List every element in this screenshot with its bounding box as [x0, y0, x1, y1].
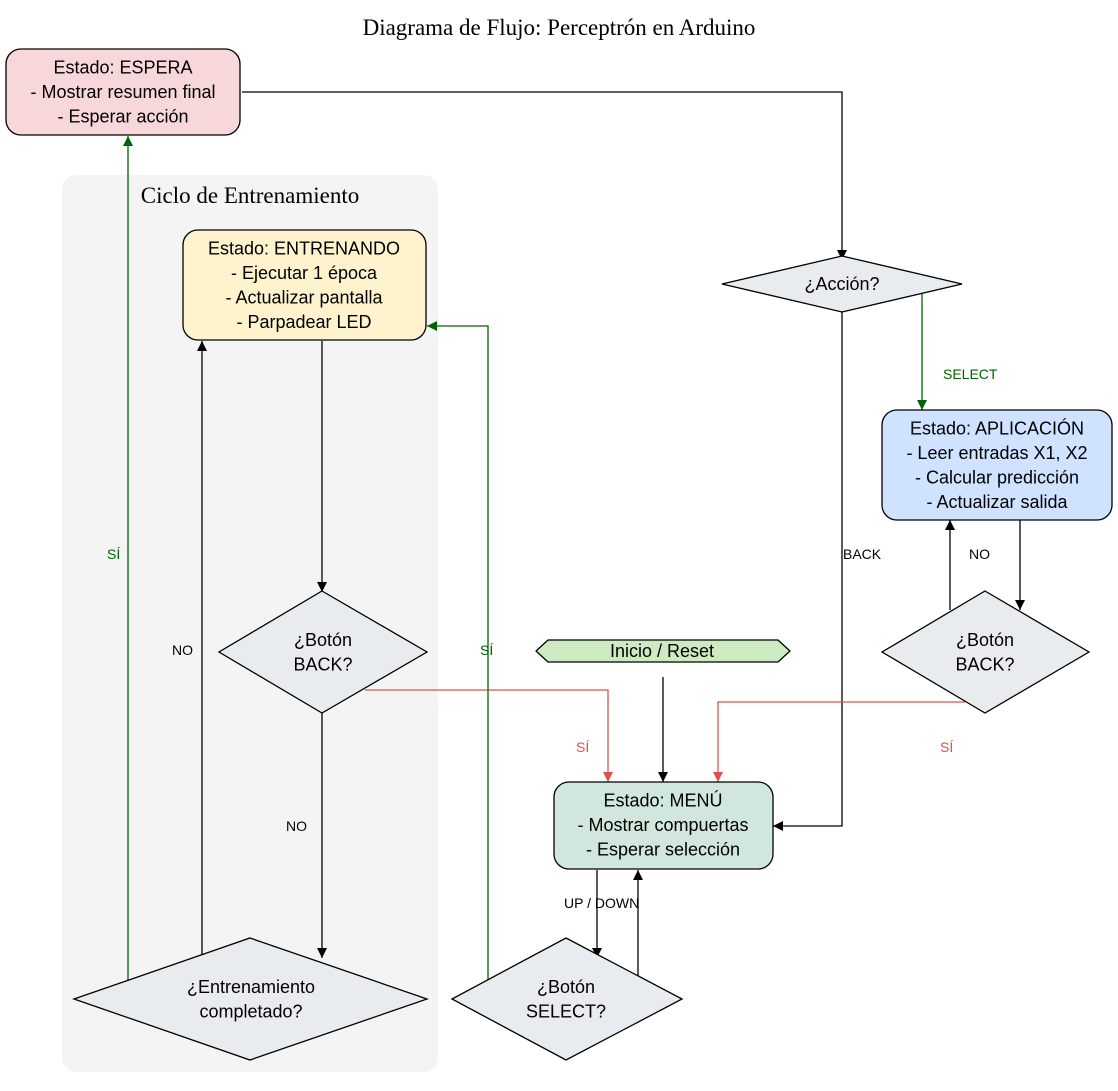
node-entrenando-label: Estado: ENTRENANDO - Ejecutar 1 época - Ac… — [208, 238, 400, 332]
node-accion — [721, 255, 963, 313]
node-label-line: - Mostrar resumen final — [30, 82, 215, 102]
node-menu-label: Estado: MENÚ - Mostrar compuertas - Espera… — [577, 790, 748, 860]
node-label-line: - Esperar acción — [57, 107, 188, 127]
node-completado-label: ¿Entrenamiento completado? — [187, 977, 315, 1022]
edge-accion-to-menu — [773, 310, 843, 831]
node-label-line: Inicio / Reset — [610, 641, 714, 661]
edge-back-train-si — [365, 689, 613, 782]
node-back-train — [217, 590, 429, 714]
edge-label-no-loop: NO — [172, 642, 193, 658]
edge-back-app-si — [713, 701, 965, 782]
node-inicio-label: Inicio / Reset — [610, 641, 714, 661]
node-aplicacion — [881, 409, 1113, 521]
node-inicio — [535, 639, 791, 663]
node-label-line: - Actualizar salida — [926, 492, 1068, 512]
edge-label-si-menu-right: SÍ — [940, 739, 953, 755]
node-label-line: ¿Botón — [294, 630, 352, 650]
node-label-line: - Esperar selección — [586, 840, 740, 860]
edge-select-to-entrenando — [427, 321, 489, 980]
cluster-label: Ciclo de Entrenamiento — [141, 183, 359, 208]
diagram-title: Diagrama de Flujo: Perceptrón en Arduino — [363, 15, 756, 40]
edge-label-si-menu-left: SÍ — [576, 739, 589, 755]
node-label-line: completado? — [199, 1001, 302, 1021]
node-entrenando — [182, 229, 427, 341]
node-label-line: SELECT? — [526, 1001, 606, 1021]
node-back-app — [880, 590, 1091, 714]
edge-label-si-left: SÍ — [107, 546, 120, 562]
node-label-line: - Parpadear LED — [236, 312, 371, 332]
edge-label-back: BACK — [843, 546, 882, 562]
node-label-line: Estado: APLICACIÓN — [910, 417, 1084, 438]
node-label-line: ¿Botón — [537, 977, 595, 997]
node-menu — [553, 781, 774, 870]
edge-label-up-down: UP / DOWN — [564, 895, 639, 911]
node-espera-label: Estado: ESPERA - Mostrar resumen final - E… — [30, 58, 215, 127]
edge-label-si-train: SÍ — [480, 642, 493, 658]
node-label-line: ¿Acción? — [804, 274, 879, 294]
edge-espera-to-accion — [242, 91, 847, 260]
node-aplicacion-label: Estado: APLICACIÓN - Leer entradas X1, X2… — [906, 417, 1087, 512]
node-label-line: ¿Botón — [956, 630, 1014, 650]
node-label-line: - Ejecutar 1 época — [231, 263, 378, 283]
node-label-line: - Calcular predicción — [915, 467, 1079, 487]
training-cycle-cluster — [62, 175, 438, 1072]
node-espera — [5, 48, 241, 136]
node-label-line: BACK? — [955, 654, 1014, 674]
node-label-line: Estado: MENÚ — [603, 790, 722, 811]
node-accion-label: ¿Acción? — [804, 274, 879, 294]
edge-label-select: SELECT — [943, 366, 998, 382]
node-label-line: - Actualizar pantalla — [225, 287, 383, 307]
node-label-line: ¿Entrenamiento — [187, 977, 315, 997]
node-label-line: - Mostrar compuertas — [577, 815, 748, 835]
node-label-line: Estado: ESPERA — [53, 58, 192, 78]
node-completado — [72, 937, 429, 1061]
edge-label-no-train: NO — [286, 818, 307, 834]
edge-label-no-app: NO — [969, 546, 990, 562]
node-select — [450, 937, 684, 1061]
node-label-line: BACK? — [293, 654, 352, 674]
node-label-line: Estado: ENTRENANDO — [208, 238, 400, 258]
node-label-line: - Leer entradas X1, X2 — [906, 443, 1087, 463]
